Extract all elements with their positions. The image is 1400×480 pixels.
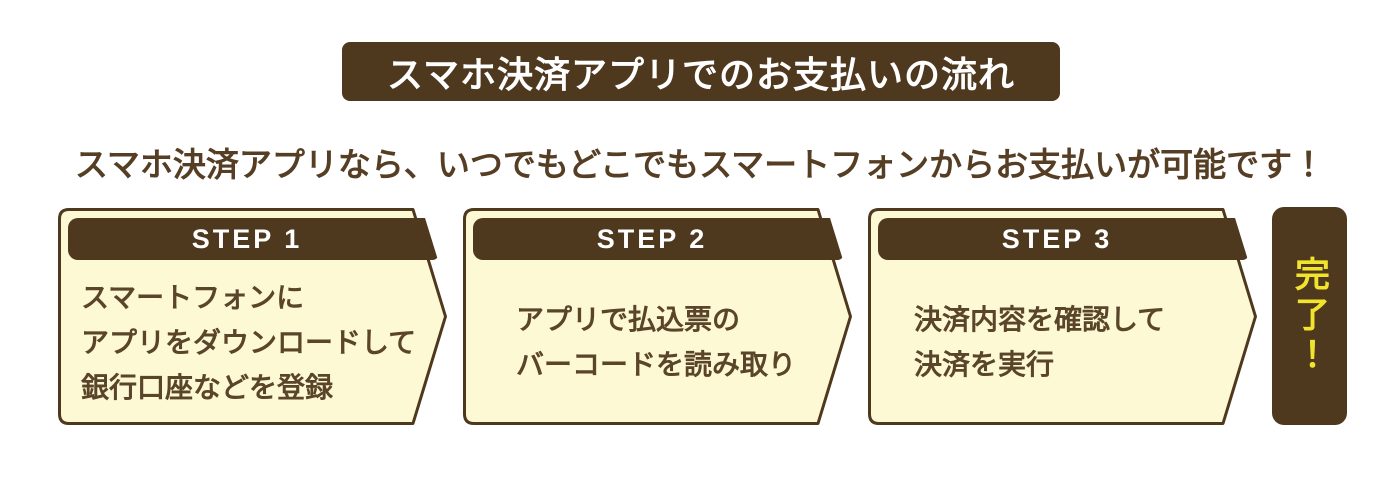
page-title: スマホ決済アプリでのお支払いの流れ bbox=[387, 53, 1015, 95]
title-banner: スマホ決済アプリでのお支払いの流れ bbox=[342, 42, 1060, 101]
step-1-line-3: 銀行口座などを登録 bbox=[81, 371, 334, 403]
step-3-header: STEP 3 bbox=[878, 218, 1248, 260]
step-3-line-2: 決済を実行 bbox=[914, 349, 1055, 380]
step-2-line-1: アプリで払込票の bbox=[516, 304, 741, 335]
step-3-label: STEP 3 bbox=[1001, 223, 1113, 254]
step-2-line-2: バーコードを読み取り bbox=[516, 349, 797, 380]
step-1-label: STEP 1 bbox=[191, 223, 303, 254]
step-1-header: STEP 1 bbox=[68, 218, 438, 260]
step-1-description: スマートフォンに アプリをダウンロードして 銀行口座などを登録 bbox=[57, 260, 417, 424]
step-2-label: STEP 2 bbox=[596, 223, 708, 254]
step-2-header: STEP 2 bbox=[473, 218, 843, 260]
step-2-arrow-shape bbox=[463, 208, 852, 425]
step-card-2: STEP 2 アプリで払込票の バーコードを読み取り bbox=[462, 207, 853, 426]
step-card-3: STEP 3 決済内容を確認して 決済を実行 bbox=[867, 207, 1258, 426]
step-1-line-1: スマートフォンに bbox=[81, 281, 305, 313]
step-2-description: アプリで払込票の バーコードを読み取り bbox=[462, 260, 820, 424]
step-1-arrow-shape bbox=[58, 208, 447, 425]
step-3-line-1: 決済内容を確認して bbox=[914, 304, 1166, 335]
step-3-description: 決済内容を確認して 決済を実行 bbox=[867, 260, 1225, 424]
step-3-arrow-shape bbox=[868, 208, 1257, 425]
completion-banner: 完了！ bbox=[1272, 207, 1347, 425]
completion-label: 完了！ bbox=[1290, 256, 1329, 376]
step-1-line-2: アプリをダウンロードして bbox=[81, 326, 417, 358]
step-card-1: STEP 1 スマートフォンに アプリをダウンロードして 銀行口座などを登録 bbox=[57, 207, 448, 426]
subtitle: スマホ決済アプリなら、いつでもどこでもスマートフォンからお支払いが可能です！ bbox=[74, 146, 1326, 183]
